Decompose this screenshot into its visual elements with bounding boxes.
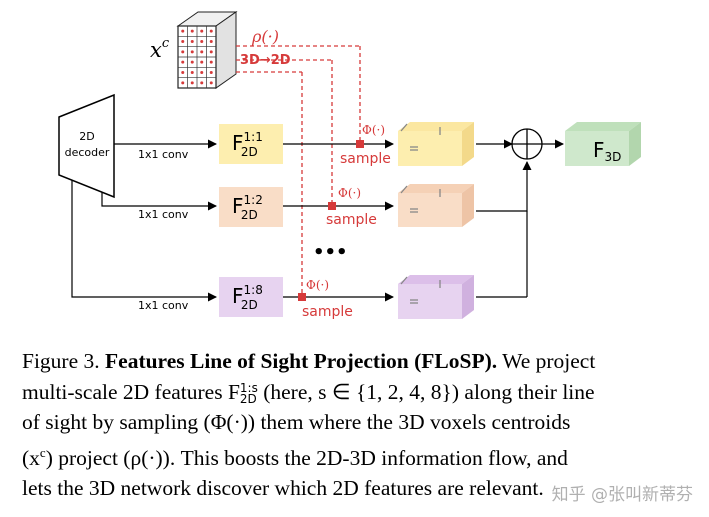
sample-point-1 xyxy=(356,140,364,148)
voxel-centroid xyxy=(209,71,213,74)
phi-label-2: Φ(·) xyxy=(338,186,361,200)
voxel-centroid xyxy=(200,50,204,54)
voxel-centroid xyxy=(190,81,194,85)
conv-label-3: 1x1 conv xyxy=(138,299,189,312)
voxel-volume-1-1 xyxy=(398,122,474,166)
voxel-centroid xyxy=(181,40,185,43)
voxel-centroid xyxy=(200,71,204,74)
voxel-grid-icon xyxy=(176,11,238,89)
sample-label-1: sample xyxy=(340,151,391,167)
voxel-centroid xyxy=(190,50,194,54)
caption-line-3: of sight by sampling (Φ(·)) them where t… xyxy=(22,410,571,434)
output-label: F3D xyxy=(593,138,621,164)
voxel-centroid xyxy=(209,29,213,33)
conv-connectors xyxy=(71,139,217,302)
voxel-centroid xyxy=(200,29,204,33)
phi-label-3: Φ(·) xyxy=(306,278,329,292)
projection-lines xyxy=(236,45,361,297)
voxel-centroid xyxy=(181,50,185,54)
phi-label-1: Φ(·) xyxy=(362,123,385,137)
aggregation-connectors xyxy=(476,139,564,298)
voxel-centroid xyxy=(209,60,213,64)
voxel-centroid xyxy=(190,60,194,64)
voxel-centroid xyxy=(200,81,204,85)
decoder-block xyxy=(58,93,115,199)
conv-label-2: 1x1 conv xyxy=(138,208,189,221)
feature-box-1-2 xyxy=(219,187,283,227)
voxel-volume-1-8 xyxy=(398,275,474,319)
sum-icon xyxy=(511,128,543,160)
sample-label-3: sample xyxy=(302,304,353,320)
feature-box-1-1 xyxy=(219,124,283,164)
sample-point-3 xyxy=(298,293,306,301)
watermark: 知乎 @张叫新蒂芬 xyxy=(551,485,693,505)
caption-title: Features Line of Sight Projection (FLoSP… xyxy=(105,349,498,373)
voxel-centroid xyxy=(190,40,194,43)
voxel-centroid xyxy=(181,81,185,85)
voxel-centroid xyxy=(209,40,213,43)
voxel-centroid xyxy=(181,60,185,64)
rho-label: ρ(·) xyxy=(251,27,279,46)
voxel-centroid xyxy=(200,40,204,43)
output-volume-3d xyxy=(565,122,641,166)
voxel-centroid xyxy=(209,50,213,54)
sample-point-2 xyxy=(328,202,336,210)
xc-label: xc xyxy=(150,36,170,62)
voxel-centroid xyxy=(181,29,185,33)
voxel-centroid xyxy=(181,71,185,74)
voxel-centroid xyxy=(190,71,194,74)
feature-box-1-8 xyxy=(219,277,283,317)
voxel-centroid xyxy=(209,81,213,85)
voxel-glyph-marks xyxy=(400,123,441,304)
figure-caption: Figure 3. Features Line of Sight Project… xyxy=(22,346,692,504)
sample-label-2: sample xyxy=(326,212,377,228)
caption-line-1: Figure 3. Features Line of Sight Project… xyxy=(22,349,596,373)
caption-line-5: lets the 3D network discover which 2D fe… xyxy=(22,476,544,501)
ellipsis: ••• xyxy=(313,242,348,263)
voxel-centroid xyxy=(200,60,204,64)
conv-label-1: 1x1 conv xyxy=(138,148,189,161)
voxel-centroid xyxy=(190,29,194,33)
caption-line-4: (xc) project (ρ(·)). This boosts the 2D-… xyxy=(22,444,568,470)
voxel-volume-1-2 xyxy=(398,184,474,227)
